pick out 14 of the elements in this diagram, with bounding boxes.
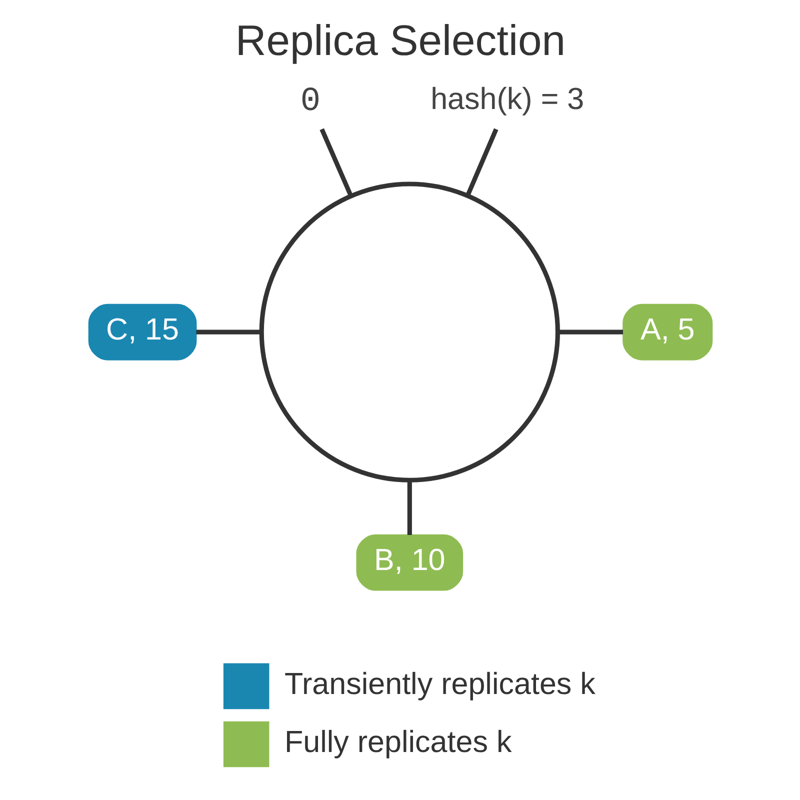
- connector: [196, 330, 261, 334]
- connector: [465, 128, 498, 197]
- connector: [406, 480, 412, 536]
- legend-label: Transiently replicates k: [284, 666, 595, 701]
- node-box: B, 10: [356, 534, 463, 591]
- connector: [557, 330, 622, 334]
- node-text: hash(k) = 3: [430, 82, 584, 116]
- node-circle: [258, 182, 560, 482]
- node-text: 0: [300, 83, 320, 122]
- connector: [319, 128, 352, 197]
- node-box: A, 5: [622, 304, 712, 360]
- node-box: C, 15: [88, 304, 196, 360]
- diagram-title: Replica Selection: [234, 16, 566, 65]
- legend-label: Fully replicates k: [284, 724, 512, 759]
